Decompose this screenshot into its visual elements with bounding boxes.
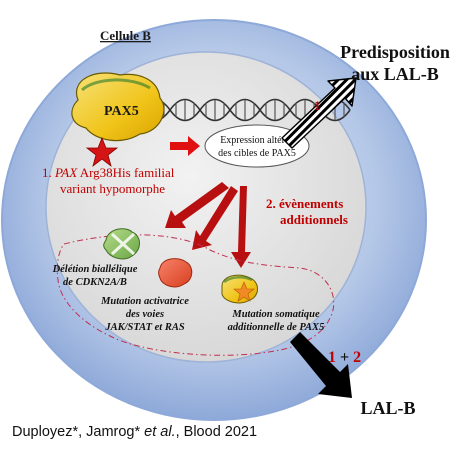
outcome-combination: 1 + 2: [328, 349, 361, 366]
somatic-line1: Mutation somatique: [231, 309, 320, 320]
variant-label-line2: variant hypomorphe: [60, 181, 165, 196]
events-label-line1: 2. évènements: [266, 196, 343, 211]
pax5-protein: PAX5: [71, 72, 165, 142]
predisposition-arrow-number: 1: [314, 98, 321, 113]
outcome-arrow-icon: [290, 332, 352, 398]
deletion-line1: Délétion biallélique: [52, 264, 138, 275]
predisposition-line2: aux LAL-B: [351, 64, 439, 84]
somatic-line2: additionnelle de PAX5: [228, 322, 325, 333]
deletion-icon: [103, 228, 140, 260]
arrow-to-expression: [170, 136, 200, 156]
events-label-line2: additionnels: [280, 212, 348, 227]
deletion-line2: de CDKN2A/B: [63, 277, 127, 288]
dashed-region: [56, 234, 335, 356]
activating-line2: des voies: [126, 309, 164, 320]
citation: Duployez*, Jamrog* et al., Blood 2021: [12, 424, 258, 440]
variant-label-line1: 1. PAX Arg38His familial: [42, 165, 175, 180]
pax5-label: PAX5: [104, 104, 139, 119]
expression-line2: des cibles de PAX5: [218, 148, 296, 159]
predisposition-line1: Predisposition: [340, 42, 450, 62]
activating-mutation-icon: [158, 258, 193, 288]
cell-label: Cellule B: [100, 28, 151, 43]
expression-line1: Expression altérée: [220, 135, 294, 146]
somatic-mutation-icon: [221, 274, 258, 304]
predisposition-arrow-icon: [281, 77, 357, 149]
outcome-label: LAL-B: [360, 398, 415, 418]
activating-line1: Mutation activatrice: [100, 296, 189, 307]
mutation-star-icon: [85, 136, 119, 168]
dna-helix: [139, 98, 351, 122]
expression-box: [204, 124, 310, 168]
additional-event-arrows: [165, 182, 251, 268]
activating-line3: JAK/STAT et RAS: [104, 322, 185, 333]
